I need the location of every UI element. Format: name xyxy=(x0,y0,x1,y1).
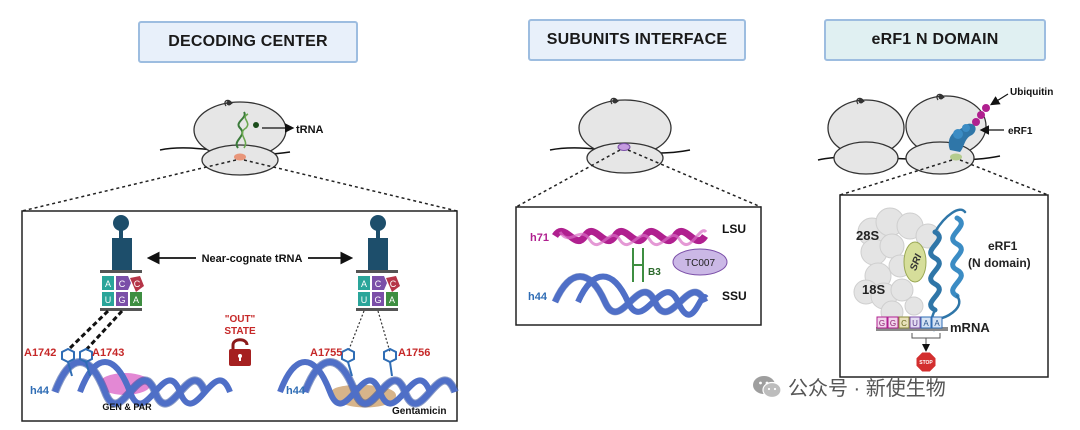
near-cognate-label: Near-cognate tRNA xyxy=(202,253,303,265)
trna-right xyxy=(347,215,400,353)
decoding-center-header: DECODING CENTER xyxy=(138,21,358,63)
h44-subunits-helix xyxy=(551,273,709,318)
erf1-nd-line2: (N domain) xyxy=(968,256,1031,270)
residue-a1755: A1755 xyxy=(310,347,342,359)
trna-left-g: G xyxy=(118,295,125,305)
mrna-strand xyxy=(876,316,948,352)
erf1-n-domain-header: eRF1 N DOMAIN xyxy=(824,19,1046,61)
mrna-a1: A xyxy=(923,319,929,328)
b3-bridge xyxy=(632,248,644,282)
tc007-label: TC007 xyxy=(685,258,715,269)
mrna-u: U xyxy=(912,319,918,328)
trna-left-u: U xyxy=(105,295,112,305)
wechat-icon xyxy=(753,375,782,398)
watermark-text: 公众号 · 新使生物 xyxy=(788,378,946,400)
padlock-icon xyxy=(229,338,251,366)
subunits-interface-header: SUBUNITS INTERFACE xyxy=(528,19,746,61)
stop-sign-icon xyxy=(915,351,937,373)
trna-left-c1: C xyxy=(119,279,126,289)
ribosome-decoding xyxy=(159,99,295,176)
stop-label: STOP xyxy=(919,360,933,366)
h71-helix xyxy=(552,228,708,247)
gen-par-label: GEN & PAR xyxy=(102,402,152,412)
out-state-line1: "OUT" xyxy=(225,314,256,325)
h44-left-label: h44 xyxy=(30,385,50,397)
gentamicin-label: Gentamicin xyxy=(392,406,446,417)
mrna-a2: A xyxy=(934,319,940,328)
out-state-line2: STATE xyxy=(224,326,256,337)
trna-left-c2: C xyxy=(134,279,141,289)
h44-right-label: h44 xyxy=(286,385,306,397)
trna-right-u: U xyxy=(361,295,368,305)
mrna-g2: G xyxy=(890,319,896,328)
trna-right-c1: C xyxy=(375,279,382,289)
mrna-c: C xyxy=(901,319,907,328)
trna-right-g: G xyxy=(374,295,381,305)
lsu-label: LSU xyxy=(722,222,746,236)
erf1-n-domain-structure xyxy=(928,208,967,332)
ribosome-erf1 xyxy=(817,93,1009,175)
watermark: 公众号 · 新使生物 xyxy=(752,372,946,401)
trna-left-a2: A xyxy=(133,295,139,305)
residue-a1756: A1756 xyxy=(398,347,430,359)
mrna-g1: G xyxy=(879,319,885,328)
ssu-label: SSU xyxy=(722,289,747,303)
ribosome-subunits xyxy=(549,97,691,174)
helix-left xyxy=(51,347,233,408)
residue-a1742: A1742 xyxy=(24,347,56,359)
b3-label: B3 xyxy=(648,267,661,278)
18s-label: 18S xyxy=(862,282,885,297)
residue-a1743: A1743 xyxy=(92,347,124,359)
trna-right-a2: A xyxy=(389,295,395,305)
h44-subunits-label: h44 xyxy=(528,291,548,303)
sri-blob xyxy=(903,241,927,283)
h71-label: h71 xyxy=(530,232,549,244)
erf1-label: eRF1 xyxy=(1008,126,1033,137)
trna-left-a1: A xyxy=(105,279,111,289)
28s-label: 28S xyxy=(856,228,879,243)
tc007-blob xyxy=(672,248,728,276)
sri-label: SRI xyxy=(908,253,924,273)
erf1-nd-line1: eRF1 xyxy=(988,239,1018,253)
trna-right-c2: C xyxy=(390,279,397,289)
mrna-label: mRNA xyxy=(950,320,990,335)
trna-label: tRNA xyxy=(296,124,324,136)
helix-right xyxy=(277,347,459,408)
trna-left xyxy=(66,215,144,352)
ubiquitin-label: Ubiquitin xyxy=(1010,87,1053,98)
trna-right-a1: A xyxy=(361,279,367,289)
